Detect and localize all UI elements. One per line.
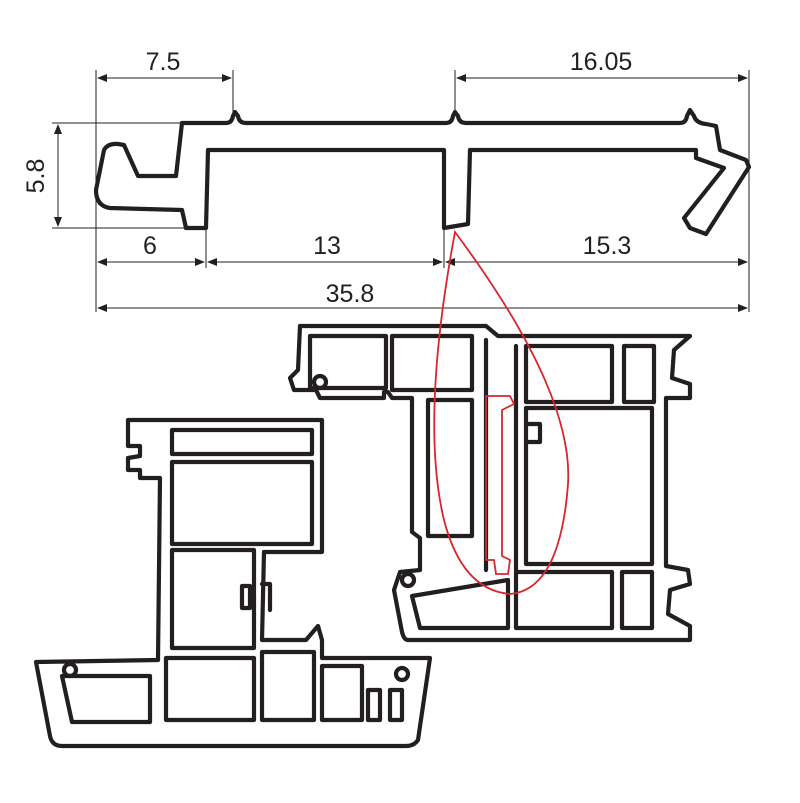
sash-chamber-8: [619, 569, 655, 631]
dim-label-seg-2: 13: [313, 232, 341, 260]
frame-chamber-1: [169, 427, 315, 457]
sash-rebate: [483, 337, 543, 573]
dimension-labels: 7.5 16.05 5.8 6 13 15.3 35.8: [22, 48, 632, 308]
frame-outline: [33, 417, 433, 749]
frame-chamber-4: [163, 655, 257, 723]
frame-chamber-2: [169, 459, 315, 547]
dim-label-top-right: 16.05: [570, 48, 633, 76]
gasket-profile: [93, 107, 752, 237]
dim-label-height: 5.8: [22, 159, 50, 194]
sash-chamber-9: [409, 577, 511, 631]
gasket-callout: [433, 229, 570, 595]
embedded-gasket: [485, 395, 516, 575]
frame-hook-left: [61, 661, 79, 679]
sash-hook-bottom: [399, 571, 417, 589]
sash-chamber-2: [389, 333, 475, 393]
frame-chamber-7: [59, 673, 153, 725]
frame-chamber-5: [259, 649, 317, 723]
frame-chamber-6: [319, 663, 365, 723]
sash-chamber-7: [513, 569, 615, 631]
frame-profile: [33, 417, 433, 749]
dim-label-seg-3: 15.3: [583, 232, 632, 260]
sash-outline: [287, 323, 693, 643]
gasket-outline: [93, 107, 752, 237]
sash-hook-top: [311, 373, 329, 391]
dim-label-seg-1: 6: [143, 232, 157, 260]
sash-chamber-1: [307, 333, 389, 391]
sash-profile: [287, 323, 693, 643]
dim-label-top-left: 7.5: [146, 48, 181, 76]
sash-chamber-5: [523, 405, 655, 567]
frame-drain-slots: [365, 687, 405, 723]
dimension-lines: [52, 70, 750, 312]
sash-chamber-4: [621, 343, 657, 405]
sash-chamber-3: [523, 343, 615, 405]
frame-groove: [239, 581, 273, 613]
sash-chamber-6: [425, 397, 475, 539]
callout-teardrop: [433, 229, 570, 595]
frame-hook-right: [393, 665, 411, 683]
dim-label-total: 35.8: [326, 280, 375, 308]
frame-chamber-3: [169, 547, 257, 651]
